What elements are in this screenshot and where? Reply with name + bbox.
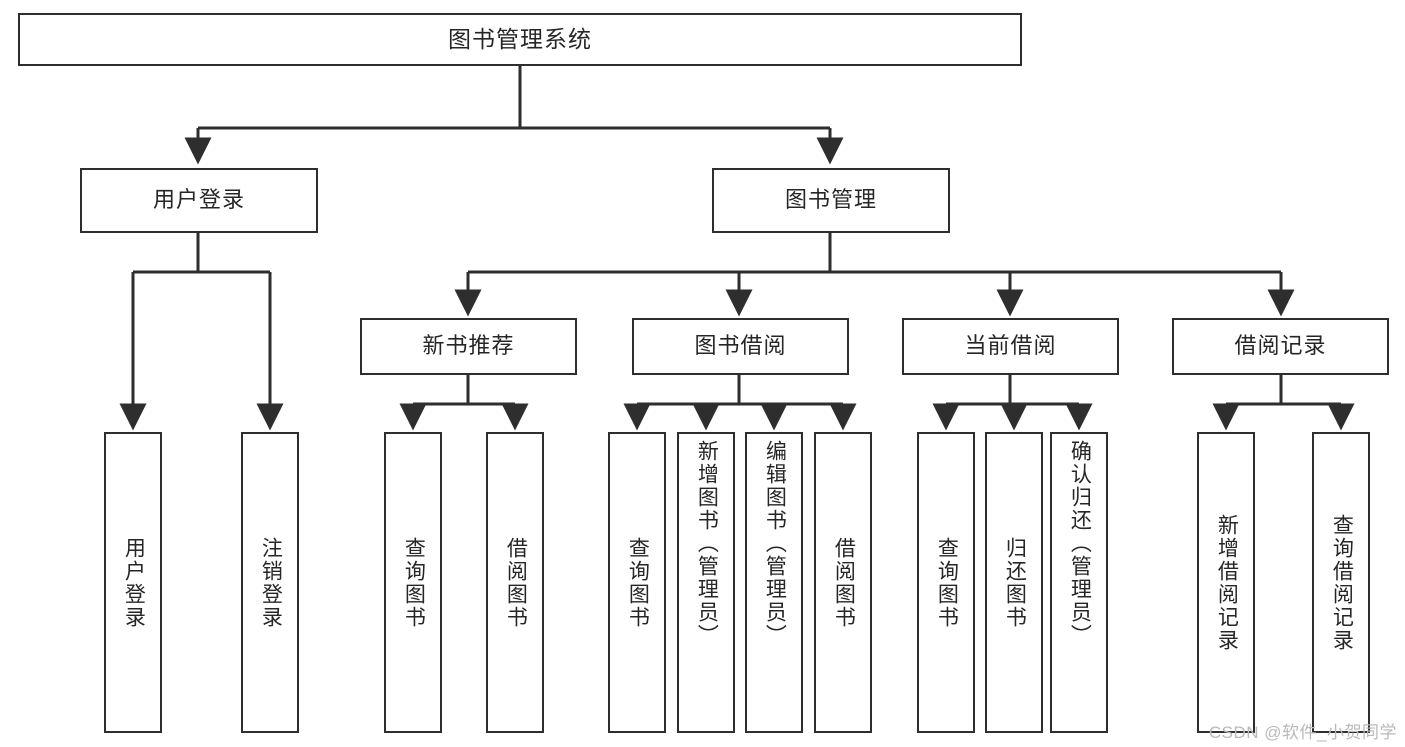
- leaf-current-confirm-return[interactable]: 确认归还（管理员）: [1050, 432, 1108, 733]
- leaf-user-login[interactable]: 用户登录: [104, 432, 162, 733]
- leaf-current-query-book[interactable]: 查询图书: [917, 432, 975, 733]
- node-new-book-rec[interactable]: 新书推荐: [360, 318, 577, 375]
- leaf-rec-borrow-book[interactable]: 借阅图书: [486, 432, 544, 733]
- leaf-rec-query-book[interactable]: 查询图书: [384, 432, 442, 733]
- leaf-user-logout[interactable]: 注销登录: [241, 432, 299, 733]
- node-book-borrow[interactable]: 图书借阅: [632, 318, 849, 375]
- node-user-login[interactable]: 用户登录: [80, 168, 318, 233]
- node-book-manage[interactable]: 图书管理: [712, 168, 950, 233]
- leaf-record-add[interactable]: 新增借阅记录: [1197, 432, 1255, 733]
- leaf-record-query[interactable]: 查询借阅记录: [1312, 432, 1370, 733]
- csdn-watermark: CSDN @软件_小贺同学: [1208, 723, 1397, 742]
- leaf-current-return-book[interactable]: 归还图书: [985, 432, 1043, 733]
- node-root[interactable]: 图书管理系统: [18, 13, 1022, 66]
- node-current-borrow[interactable]: 当前借阅: [902, 318, 1119, 375]
- leaf-borrow-add-book[interactable]: 新增图书（管理员）: [677, 432, 735, 733]
- leaf-borrow-edit-book[interactable]: 编辑图书（管理员）: [745, 432, 803, 733]
- leaf-borrow-query-book[interactable]: 查询图书: [608, 432, 666, 733]
- node-borrow-record[interactable]: 借阅记录: [1172, 318, 1389, 375]
- leaf-borrow-do-borrow[interactable]: 借阅图书: [814, 432, 872, 733]
